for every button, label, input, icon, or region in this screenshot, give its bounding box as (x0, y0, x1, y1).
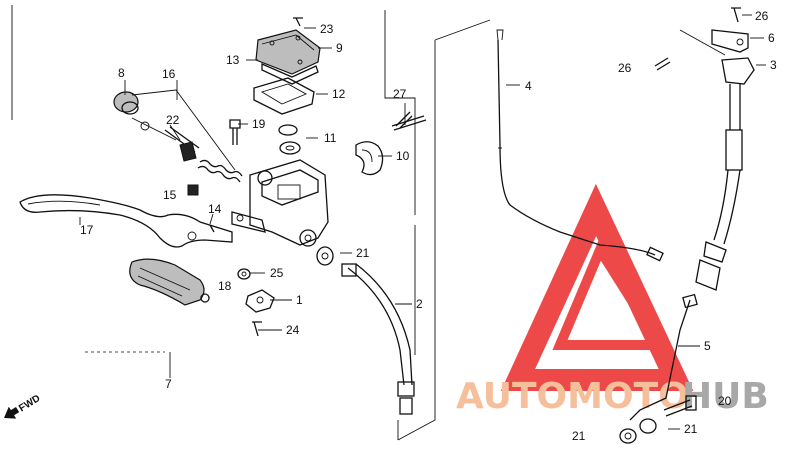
brake-hose-lower (316, 246, 415, 415)
callout-6: 6 (768, 31, 775, 45)
callout-26-top: 26 (755, 9, 769, 23)
callout-7: 7 (165, 377, 172, 391)
callout-1: 1 (296, 293, 303, 307)
callout-3: 3 (770, 58, 777, 72)
callout-21-right: 21 (684, 422, 698, 436)
callout-2: 2 (416, 297, 423, 311)
piston-set (113, 89, 243, 183)
callout-numbers: 23 9 13 12 27 11 10 19 8 16 22 15 14 17 … (80, 9, 777, 443)
callout-16: 16 (162, 67, 176, 81)
callout-21-left: 21 (356, 246, 370, 260)
watermark-text-automoto: AUTOMOTO (456, 376, 689, 417)
callout-12: 12 (332, 87, 346, 101)
automotohub-watermark-logo: AUTOMOTO HUB (456, 183, 769, 417)
callout-26-mid: 26 (618, 61, 632, 75)
fwd-arrow-icon (4, 406, 20, 419)
callout-5: 5 (704, 339, 711, 353)
callout-15: 15 (163, 188, 177, 202)
seal-and-boot-parts (278, 111, 413, 176)
callout-9: 9 (336, 41, 343, 55)
master-cylinder-body (231, 159, 329, 247)
callout-11: 11 (324, 131, 337, 145)
callout-13: 13 (226, 53, 240, 67)
callout-20: 20 (718, 394, 732, 408)
callout-10: 10 (396, 149, 410, 163)
brake-hose-upper (654, 7, 755, 291)
callout-21-bottom: 21 (572, 429, 586, 443)
callout-8: 8 (118, 66, 125, 80)
callout-27: 27 (393, 87, 407, 101)
watermark-triangle-inner (552, 239, 670, 350)
callout-17: 17 (80, 223, 94, 237)
reservoir-cap-assembly (253, 17, 321, 115)
callout-19: 19 (252, 117, 266, 131)
callout-24: 24 (286, 323, 300, 337)
lever-cover (129, 258, 210, 306)
stop-switch-parts (237, 268, 275, 337)
fwd-label: FWD (17, 393, 42, 414)
brake-lever (19, 184, 233, 248)
callout-25: 25 (270, 266, 284, 280)
brake-cable (496, 29, 664, 262)
leader-lines (79, 14, 766, 430)
forward-direction-marker: FWD (4, 393, 42, 419)
callout-18: 18 (218, 279, 232, 293)
callout-14: 14 (208, 202, 222, 216)
brake-pipe (619, 293, 698, 444)
callout-23: 23 (320, 22, 334, 36)
watermark-triangle-outer (500, 183, 694, 391)
bolts (229, 115, 427, 145)
callout-22: 22 (166, 113, 180, 127)
assembly-group-brackets (11, 5, 726, 441)
callout-4: 4 (525, 79, 532, 93)
